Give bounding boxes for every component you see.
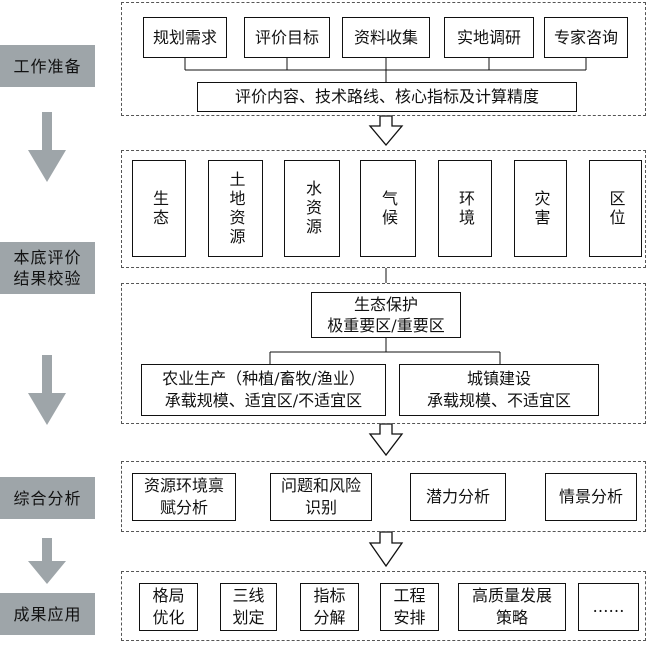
factor-box: 生态 <box>132 160 186 257</box>
prep-item-text: 规划需求 <box>152 27 217 47</box>
apply-box: 高质量发展 策略 <box>458 583 566 631</box>
factor-box: 水资源 <box>284 160 340 257</box>
apply-box: 指标 分解 <box>300 583 359 631</box>
factor-text: 气候 <box>379 189 398 228</box>
analysis-text: 问题和风险 识别 <box>280 476 361 517</box>
apply-box: …… <box>578 583 639 631</box>
panel-prep <box>121 2 646 116</box>
apply-text: …… <box>592 597 625 616</box>
prep-item-box: 资料收集 <box>342 17 430 58</box>
stage-label-apply: 成果应用 <box>0 593 95 635</box>
apply-text: 指标 分解 <box>313 586 346 627</box>
stage-label-text: 成果应用 <box>13 604 82 624</box>
prep-item-box: 规划需求 <box>143 17 227 58</box>
apply-box: 工程 安排 <box>380 583 439 631</box>
stage-label-analysis: 综合分析 <box>0 477 95 519</box>
apply-text: 高质量发展 策略 <box>471 586 552 627</box>
analysis-text: 情景分析 <box>558 487 623 506</box>
panel-analysis <box>121 461 646 532</box>
stage-label-base: 本底评价 结果校验 <box>0 242 95 294</box>
factor-box: 环境 <box>438 160 492 257</box>
apply-text: 工程 安排 <box>393 586 426 627</box>
factor-text: 土地资源 <box>226 170 246 247</box>
factor-text: 生态 <box>150 189 169 228</box>
flow-arrow-2 <box>368 423 404 457</box>
prep-item-text: 评价目标 <box>254 27 319 47</box>
factor-box: 区位 <box>589 160 642 257</box>
factor-text: 灾害 <box>531 189 551 228</box>
prep-item-text: 专家咨询 <box>553 27 618 47</box>
panel-factors <box>121 150 646 268</box>
panel-results <box>121 283 646 424</box>
prep-item-text: 资料收集 <box>353 27 418 47</box>
stage-down-arrow-2 <box>28 355 66 425</box>
apply-box: 格局 优化 <box>139 583 198 631</box>
analysis-text: 潜力分析 <box>425 487 490 506</box>
factor-box: 灾害 <box>514 160 567 257</box>
flow-arrow-3 <box>368 531 404 568</box>
analysis-box: 情景分析 <box>545 473 637 521</box>
agri-result-box: 农业生产（种植/畜牧/渔业） 承载规模、适宜区/不适宜区 <box>141 364 386 416</box>
stage-label-text: 工作准备 <box>13 56 82 76</box>
factor-text: 环境 <box>456 189 475 228</box>
prep-item-box: 专家咨询 <box>544 17 628 58</box>
analysis-text: 资源环境禀 赋分析 <box>143 476 224 517</box>
urban-result-text: 城镇建设 承载规模、不适宜区 <box>426 369 571 410</box>
stage-down-arrow-3 <box>28 538 66 584</box>
urban-result-box: 城镇建设 承载规模、不适宜区 <box>399 364 599 416</box>
stage-down-arrow-1 <box>28 112 66 182</box>
flow-arrow-1 <box>368 115 404 147</box>
factor-box: 气候 <box>360 160 416 257</box>
apply-text: 三线 划定 <box>232 586 265 627</box>
prep-summary-box: 评价内容、技术路线、核心指标及计算精度 <box>197 82 577 112</box>
eco-result-box: 生态保护 极重要区/重要区 <box>311 292 461 338</box>
eco-result-text: 生态保护 极重要区/重要区 <box>327 295 445 335</box>
agri-result-text: 农业生产（种植/畜牧/渔业） 承载规模、适宜区/不适宜区 <box>162 369 365 410</box>
factor-text: 水资源 <box>303 180 322 237</box>
factor-text: 区位 <box>606 189 626 228</box>
stage-label-prep: 工作准备 <box>0 45 95 87</box>
analysis-box: 问题和风险 识别 <box>270 473 372 521</box>
factor-box: 土地资源 <box>208 160 263 257</box>
analysis-box: 潜力分析 <box>410 473 506 521</box>
prep-item-box: 实地调研 <box>444 17 534 58</box>
prep-item-text: 实地调研 <box>456 27 521 47</box>
prep-item-box: 评价目标 <box>244 17 330 58</box>
stage-label-text: 本底评价 结果校验 <box>13 248 82 288</box>
apply-box: 三线 划定 <box>220 583 277 631</box>
prep-summary-text: 评价内容、技术路线、核心指标及计算精度 <box>234 87 539 106</box>
apply-text: 格局 优化 <box>152 586 185 627</box>
panel-apply <box>121 571 646 641</box>
stage-label-text: 综合分析 <box>13 488 82 508</box>
analysis-box: 资源环境禀 赋分析 <box>132 473 236 521</box>
